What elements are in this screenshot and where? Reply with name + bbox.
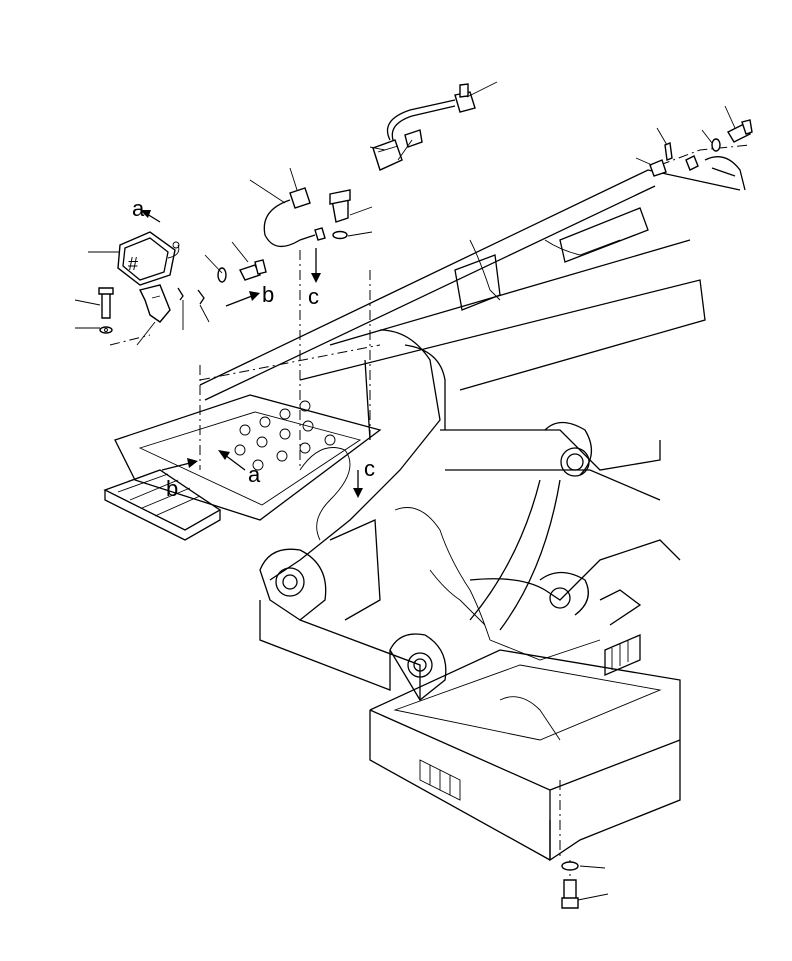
- callout-a-top: a: [132, 196, 145, 221]
- callout-arrows: [140, 210, 363, 498]
- lamp-harness: [263, 187, 326, 247]
- callout-b-lower: b: [166, 476, 178, 501]
- revolving-frame: [103, 169, 741, 862]
- callout-a-lower: a: [248, 462, 261, 487]
- harness-bolt: [329, 189, 351, 240]
- hose-assembly: [372, 83, 476, 171]
- bottom-washer: [561, 861, 579, 871]
- lamp-bolt-left: [98, 287, 114, 334]
- deck-holes: [234, 400, 336, 471]
- step-plate: [103, 469, 222, 541]
- small-pin: [664, 142, 673, 161]
- assembly-centerlines: [109, 144, 751, 880]
- lamp-spring-washer: [177, 287, 205, 305]
- callout-c-top: c: [308, 284, 319, 309]
- leader-lines: [74, 81, 736, 901]
- grommet-part: [649, 159, 667, 177]
- rear-box: [369, 649, 681, 862]
- work-lamp: #: [117, 231, 180, 286]
- callout-c-lower: c: [364, 456, 375, 481]
- lamp-grid-icon: #: [128, 254, 138, 274]
- mount-bolt-right: [727, 119, 753, 143]
- nut-part: [685, 155, 699, 171]
- lamp-bracket: [138, 284, 171, 323]
- callout-b-top: b: [262, 282, 274, 307]
- clamp-part: [704, 156, 746, 191]
- bottom-bolt: [561, 879, 579, 909]
- lamp-bolt-right: [239, 259, 267, 281]
- washer-part: [711, 138, 721, 152]
